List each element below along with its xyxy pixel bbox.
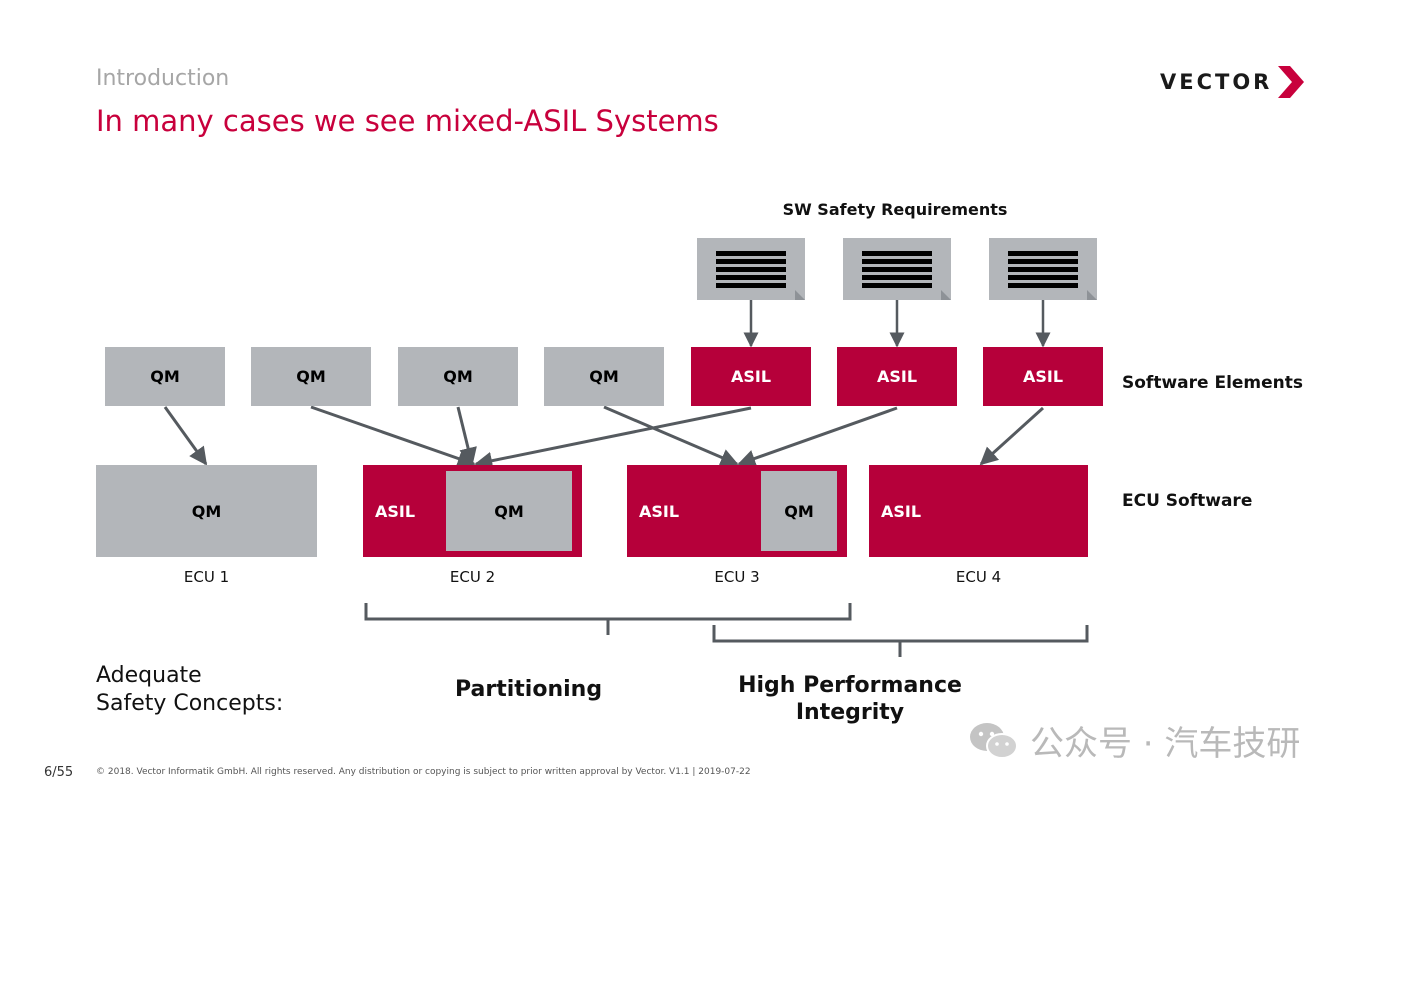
document-icon	[843, 238, 951, 300]
software-element-qm: QM	[251, 347, 371, 406]
partitioning-label: Partitioning	[455, 677, 603, 702]
logo-text: VECTOR	[1160, 70, 1273, 94]
software-element-asil: ASIL	[837, 347, 957, 406]
document-icon	[697, 238, 805, 300]
software-element-asil: ASIL	[691, 347, 811, 406]
arrow-asil1-ecu2	[474, 406, 752, 470]
software-element-asil: ASIL	[983, 347, 1103, 406]
vector-logo: VECTOR	[1160, 64, 1306, 100]
ecu-software-label: ECU Software	[1122, 491, 1253, 511]
arrow-qm1-ecu1	[163, 406, 208, 466]
requirements-title: SW Safety Requirements	[782, 200, 1008, 219]
hpi-line-1: High Performance	[738, 673, 962, 698]
ecu-1-name: ECU 1	[183, 568, 230, 586]
high-performance-integrity-label: High Performance Integrity	[720, 672, 980, 726]
ecu-4-name: ECU 4	[955, 568, 1002, 586]
ecu-2-name: ECU 2	[449, 568, 496, 586]
concept-line-1: Adequate	[96, 663, 202, 688]
bracket-hpi	[712, 625, 1089, 657]
safety-concepts-label: Adequate Safety Concepts:	[96, 662, 283, 718]
arrow-asil2-ecu3	[737, 406, 898, 468]
software-element-qm: QM	[105, 347, 225, 406]
ecu-4-software: ASIL	[869, 465, 1088, 557]
arrow-qm3-ecu2	[456, 406, 477, 466]
ecu-part-asil: ASIL	[639, 501, 680, 521]
ecu-3-software: ASIL QM	[627, 465, 847, 557]
copyright-footer: © 2018. Vector Informatik GmbH. All righ…	[96, 767, 751, 777]
page-number: 6/55	[44, 765, 74, 780]
chevron-right-icon	[1278, 66, 1305, 98]
bracket-partitioning	[364, 603, 852, 635]
document-icon	[989, 238, 1097, 300]
ecu-part-asil: ASIL	[375, 501, 416, 521]
watermark-text: 公众号 · 汽车技研	[1030, 724, 1301, 764]
ecu-1-software: QM	[96, 465, 317, 557]
software-element-qm: QM	[398, 347, 518, 406]
watermark: 公众号 · 汽车技研	[968, 716, 1300, 765]
ecu-2-software: ASIL QM	[363, 465, 582, 557]
software-element-qm: QM	[544, 347, 664, 406]
arrow-asil3-ecu4	[979, 406, 1045, 466]
ecu-part-asil: ASIL	[881, 501, 922, 521]
software-elements-label: Software Elements	[1122, 373, 1304, 393]
hpi-line-2: Integrity	[795, 700, 905, 725]
arrow-qm2-ecu2	[310, 405, 476, 468]
arrow-qm4-ecu3	[603, 405, 739, 466]
ecu-part-qm: QM	[191, 501, 222, 521]
ecu-part-qm: QM	[761, 471, 837, 551]
ecu-3-name: ECU 3	[714, 568, 760, 586]
wechat-icon	[970, 722, 1018, 759]
section-label: Introduction	[96, 66, 230, 91]
slide-title: In many cases we see mixed-ASIL Systems	[96, 104, 719, 138]
concept-line-2: Safety Concepts:	[96, 691, 284, 716]
ecu-part-qm: QM	[446, 471, 572, 551]
